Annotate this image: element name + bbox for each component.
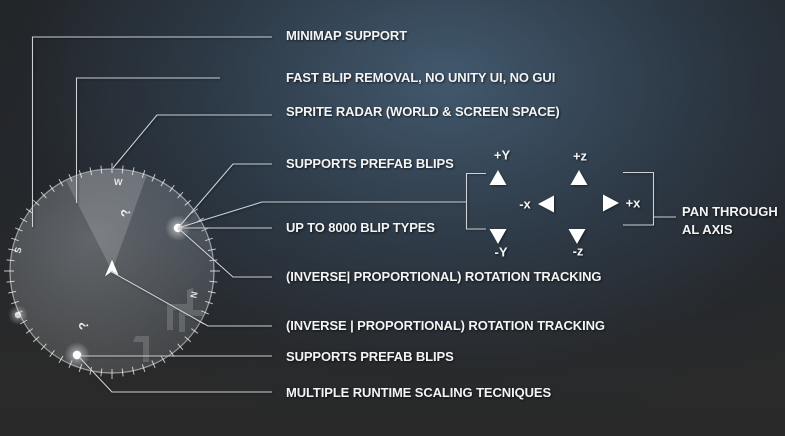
radar-maze-pattern (124, 283, 203, 362)
radar-view-cone (66, 170, 147, 271)
feature-label-sprite-radar: SPRITE RADAR (WORLD & SCREEN SPACE) (286, 104, 560, 119)
radar-display: W S N ? ? (4, 163, 220, 379)
feature-label-rotation-2: (INVERSE | PROPORTIONAL) ROTATION TRACKI… (286, 318, 605, 333)
axis-label-minus-y: -Y (494, 244, 508, 260)
axis-label-minus-x: -x (519, 196, 531, 212)
callout-line (177, 163, 272, 229)
feature-label-prefab-blips-2: SUPPORTS PREFAB BLIPS (286, 349, 454, 364)
pan-axis-caption-line2: AL AXIS (682, 222, 733, 237)
radar-blip (8, 305, 28, 325)
feature-label-prefab-blips-1: SUPPORTS PREFAB BLIPS (286, 156, 454, 171)
question-marker: ? (75, 321, 91, 331)
compass-letter-w: W (114, 177, 124, 188)
axis-label-minus-z: -z (572, 243, 584, 259)
feature-label-minimap: MINIMAP SUPPORT (286, 28, 408, 43)
pan-down-z-arrow (568, 229, 586, 244)
axis-label-plus-z: +z (572, 148, 588, 164)
feature-label-blip-types: UP TO 8000 BLIP TYPES (286, 220, 435, 235)
feature-label-rotation-1: (INVERSE| PROPORTIONAL) ROTATION TRACKIN… (286, 269, 602, 284)
callout-line (109, 270, 272, 327)
pan-axis-caption-line1: PAN THROUGH (682, 204, 778, 219)
feature-label-scaling: MULTIPLE RUNTIME SCALING TECNIQUES (286, 385, 552, 400)
compass-letter-n: N (188, 290, 199, 299)
axis-pad-left-bracket (465, 172, 486, 230)
pan-up-y-arrow (489, 170, 507, 185)
callout-line (177, 227, 272, 278)
pan-down-y-arrow (489, 229, 507, 244)
radar-blip (64, 342, 90, 368)
player-arrow (103, 258, 121, 278)
pan-right-x-arrow (603, 194, 619, 212)
callout-line (31, 36, 272, 227)
pan-axis-caption: PAN THROUGH AL AXIS (682, 203, 778, 239)
radar-speckles (133, 328, 135, 330)
radar-blip (165, 215, 191, 241)
axis-label-plus-y: +Y (493, 147, 511, 163)
pan-up-z-arrow (570, 170, 588, 185)
callout-line (75, 77, 220, 203)
radar-disc (9, 168, 215, 374)
radar-ticks (4, 163, 220, 379)
pan-left-x-arrow (538, 195, 554, 213)
callout-line (112, 114, 272, 169)
question-marker: ? (117, 208, 133, 218)
compass-letter-s: S (13, 246, 24, 254)
axis-label-plus-x: +x (625, 195, 641, 211)
callout-line (79, 357, 272, 393)
feature-label-fast-blip: FAST BLIP REMOVAL, NO UNITY UI, NO GUI (286, 70, 556, 85)
